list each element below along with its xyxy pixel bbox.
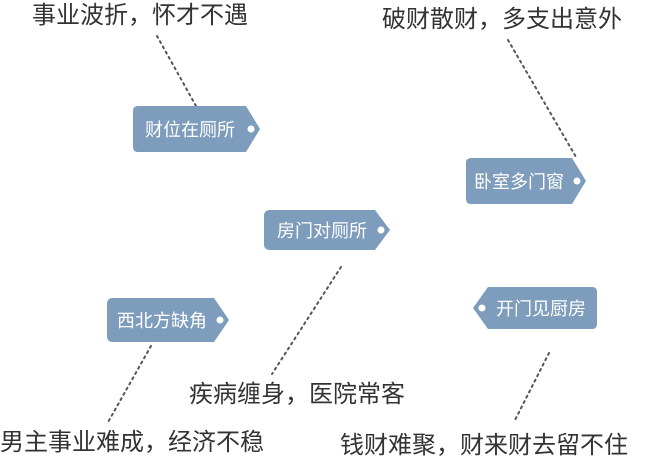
consequence-text-4: 男主事业难成，经济不稳 [0, 428, 264, 456]
tag-item-4: 西北方缺角 [107, 298, 229, 342]
connector-line-1 [156, 35, 197, 107]
consequence-text-1: 事业波折，怀才不遇 [32, 1, 248, 29]
tag-shape [133, 106, 260, 152]
connector-line-4 [106, 345, 152, 425]
tag-label: 房门对厕所 [277, 221, 367, 242]
tag-shape [473, 287, 597, 329]
connector-lines [106, 35, 577, 425]
tag-label: 卧室多门窗 [474, 172, 564, 193]
consequence-text-5: 钱财难聚，财来财去留不住 [340, 431, 628, 459]
tag-shape [466, 158, 586, 204]
tag-hole [478, 304, 486, 312]
tag-hole [573, 177, 581, 185]
tag-hole [377, 226, 385, 234]
tag-label: 西北方缺角 [117, 311, 207, 332]
connector-line-2 [507, 39, 577, 158]
connector-line-5 [513, 352, 550, 423]
consequence-text-2: 破财散财，多支出意外 [382, 5, 622, 33]
tag-shape [264, 210, 390, 250]
tag-hole [216, 316, 224, 324]
tag-item-5: 开门见厨房 [473, 287, 597, 329]
connector-line-3 [271, 266, 342, 375]
tag-hole [247, 125, 255, 133]
tag-label: 财位在厕所 [145, 120, 235, 141]
consequence-text-3: 疾病缠身，医院常客 [189, 380, 405, 408]
tag-item-1: 财位在厕所 [133, 106, 260, 152]
tag-item-2: 卧室多门窗 [466, 158, 586, 204]
tag-item-3: 房门对厕所 [264, 210, 390, 250]
tag-label: 开门见厨房 [496, 299, 586, 320]
tag-shape [107, 298, 229, 342]
